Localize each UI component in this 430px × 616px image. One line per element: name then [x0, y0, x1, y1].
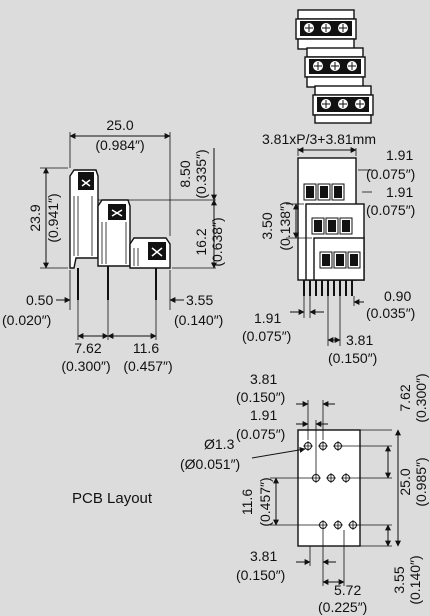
- step-mm-label: 8.50: [177, 160, 193, 187]
- pcb-hole-in-label: (Ø0.051″): [180, 456, 240, 472]
- side-dims: 25.0 (0.984″) 23.9 (0.941″) 8.50 (0.335″…: [2, 117, 225, 374]
- pitch2-in-label: (0.457″): [123, 358, 172, 374]
- right-off-in-label: (0.140″): [174, 312, 223, 328]
- br-mm-label: 0.90: [384, 288, 411, 304]
- width-mm-label: 25.0: [106, 117, 133, 133]
- height-in-label: (0.941″): [45, 193, 61, 242]
- pcb-right-mm-label: 25.0: [397, 468, 413, 495]
- bl-mm-label: 1.91: [254, 310, 281, 326]
- right-off-mm-label: 3.55: [186, 292, 213, 308]
- height-mm-label: 23.9: [27, 204, 43, 231]
- top-view-illustration: [295, 9, 374, 124]
- step-in-label: (0.335″): [193, 149, 209, 198]
- pcb-left-in-label: (0.457″): [257, 477, 273, 526]
- pcb-dims: 3.81 (0.150″) 1.91 (0.075″) Ø1.3 (Ø0.051…: [180, 371, 429, 615]
- pitch1-in-label: (0.300″): [61, 358, 110, 374]
- fpitch-mm-label: 3.81: [346, 332, 373, 348]
- pcb-layout-label: PCB Layout: [72, 490, 153, 507]
- pcb-left-mm-label: 11.6: [239, 489, 255, 515]
- terminal-module-2: [304, 47, 366, 88]
- left-off-in-label: (0.020″): [2, 312, 51, 328]
- terminal-module-1: [295, 9, 357, 50]
- pcb-top2-mm-label: 1.91: [250, 407, 277, 423]
- pcb-top2-in-label: (0.075″): [236, 426, 285, 442]
- pcb-rbot-in-label: (0.140″): [407, 555, 423, 604]
- front-view-illustration: [297, 157, 365, 296]
- bl-in-label: (0.075″): [242, 328, 291, 344]
- pinh-mm-label: 16.2: [193, 228, 209, 255]
- pcb-rtop-in-label: (0.300″): [413, 373, 429, 422]
- top2-in-label: (0.075″): [366, 202, 415, 218]
- pcb-hole-mm-label: Ø1.3: [204, 436, 235, 452]
- pitch1-mm-label: 7.62: [74, 340, 101, 356]
- left-off-mm-label: 0.50: [26, 292, 53, 308]
- pcb-bot2-mm-label: 5.72: [334, 582, 361, 598]
- top2-mm-label: 1.91: [386, 184, 413, 200]
- side-view-illustration: [69, 169, 171, 300]
- fheight-in-label: (0.138″): [277, 201, 293, 250]
- pcb-rtop-mm-label: 7.62: [397, 384, 413, 411]
- terminal-module-3: [312, 85, 374, 124]
- pinh-in-label: (0.638″): [209, 217, 225, 266]
- pcb-bot2-in-label: (0.225″): [318, 599, 367, 615]
- pcb-bot1-in-label: (0.150″): [236, 567, 285, 583]
- formula-label: 3.81xP/3+3.81mm: [262, 131, 376, 147]
- pitch2-mm-label: 11.6: [133, 340, 159, 356]
- front-dims: 3.81xP/3+3.81mm 1.91 (0.075″) 1.91 (0.07…: [242, 131, 415, 366]
- pcb-top1-mm-label: 3.81: [250, 371, 277, 387]
- pcb-right-in-label: (0.985″): [413, 457, 429, 506]
- width-in-label: (0.984″): [95, 137, 144, 153]
- fheight-mm-label: 3.50: [259, 212, 275, 239]
- top1-mm-label: 1.91: [386, 147, 413, 163]
- pcb-top1-in-label: (0.150″): [236, 389, 285, 405]
- br-in-label: (0.035″): [366, 305, 415, 321]
- pcb-holes: [303, 441, 358, 530]
- top1-in-label: (0.075″): [366, 166, 415, 182]
- pcb-outline: [297, 429, 361, 547]
- pcb-rbot-mm-label: 3.55: [391, 566, 407, 593]
- fpitch-in-label: (0.150″): [328, 350, 377, 366]
- pcb-bot1-mm-label: 3.81: [250, 548, 277, 564]
